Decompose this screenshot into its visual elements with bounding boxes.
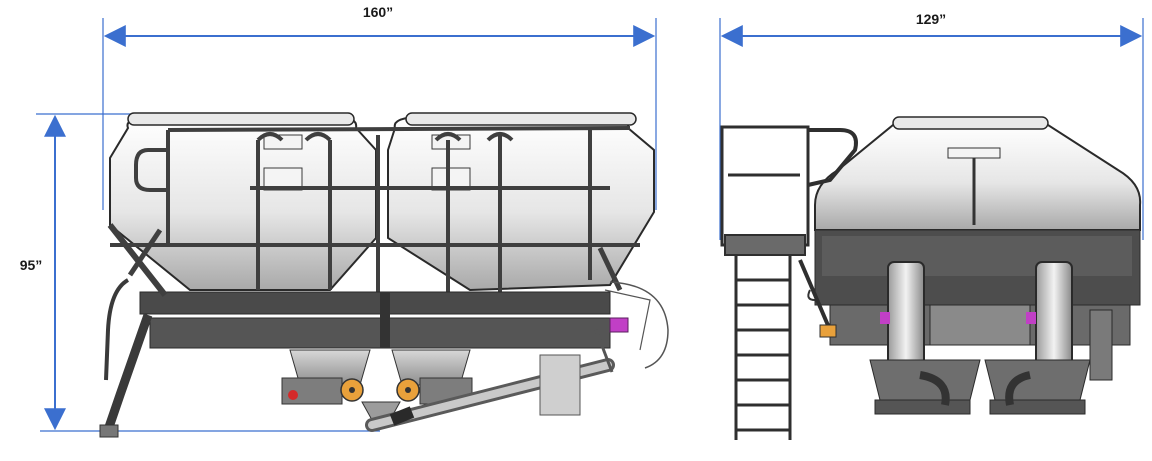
end-frame (807, 229, 1141, 346)
left-fan (887, 261, 925, 373)
right-tank (387, 112, 655, 292)
side-height-label: 95” (20, 257, 43, 273)
side-frame (107, 223, 623, 349)
right-fan (1035, 261, 1073, 373)
end-view: 129” (719, 11, 1144, 440)
fan-housing (594, 281, 669, 373)
hitch-tongue (99, 278, 153, 438)
end-width-label: 129” (916, 11, 946, 27)
end-meters (869, 309, 1113, 415)
side-width-label: 160” (363, 4, 393, 20)
end-tank (814, 116, 1142, 231)
magenta-valve (609, 317, 629, 333)
side-view: 160” 95” (20, 4, 669, 438)
left-tank (109, 112, 377, 291)
side-guard-rail (110, 126, 640, 300)
red-fitting (288, 390, 298, 400)
side-width-dimension: 160” (102, 4, 657, 210)
end-width-dimension: 129” (719, 11, 1144, 240)
discharge-auger (365, 354, 615, 432)
meter-hoppers (281, 349, 473, 421)
end-ladder (720, 125, 858, 440)
